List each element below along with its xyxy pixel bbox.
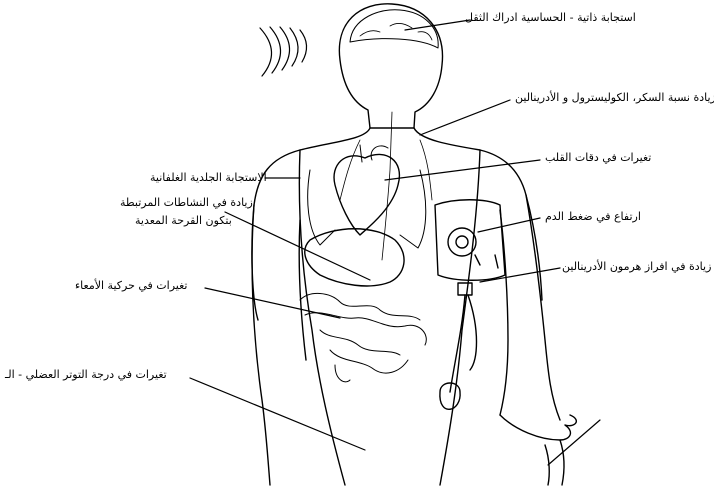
- sugar-label: زيادة نسبة السكر، الكوليسترول و الأدرينا…: [515, 91, 714, 105]
- intestines-shape: [300, 293, 426, 381]
- brain-label: استجابة ذاتية - الحساسية ادراك الثقل: [465, 11, 636, 25]
- torso-outline: [252, 128, 542, 320]
- skin-label: الاستجابة الجلدية الغلفانية: [150, 171, 267, 185]
- sound-waves-icon: [260, 27, 307, 76]
- intestine-label: تغيرات في حركية الأمعاء: [75, 279, 187, 293]
- ulcer-label: بتكون القرحة المعدية: [135, 214, 232, 228]
- heart-shape: [334, 154, 399, 235]
- heart-label: تغيرات في دقات القلب: [545, 151, 651, 165]
- pressure-label: ارتفاع في ضغط الدم: [545, 210, 641, 224]
- activity-label: زيادة في النشاطات المرتبطة: [120, 196, 253, 210]
- right-arm-outline: [500, 195, 560, 420]
- lungs-shape: [308, 170, 426, 248]
- head-outline: [339, 4, 442, 128]
- adrenal-label: زيادة في افراز هرمون الأدرينالين: [562, 260, 711, 274]
- blood-pressure-cuff-icon: [435, 200, 505, 410]
- stomach-shape: [305, 229, 404, 286]
- left-arm-outline: [252, 205, 306, 485]
- muscle-label: تغيرات في درجة التوتر العضلي - الـ: [5, 368, 167, 382]
